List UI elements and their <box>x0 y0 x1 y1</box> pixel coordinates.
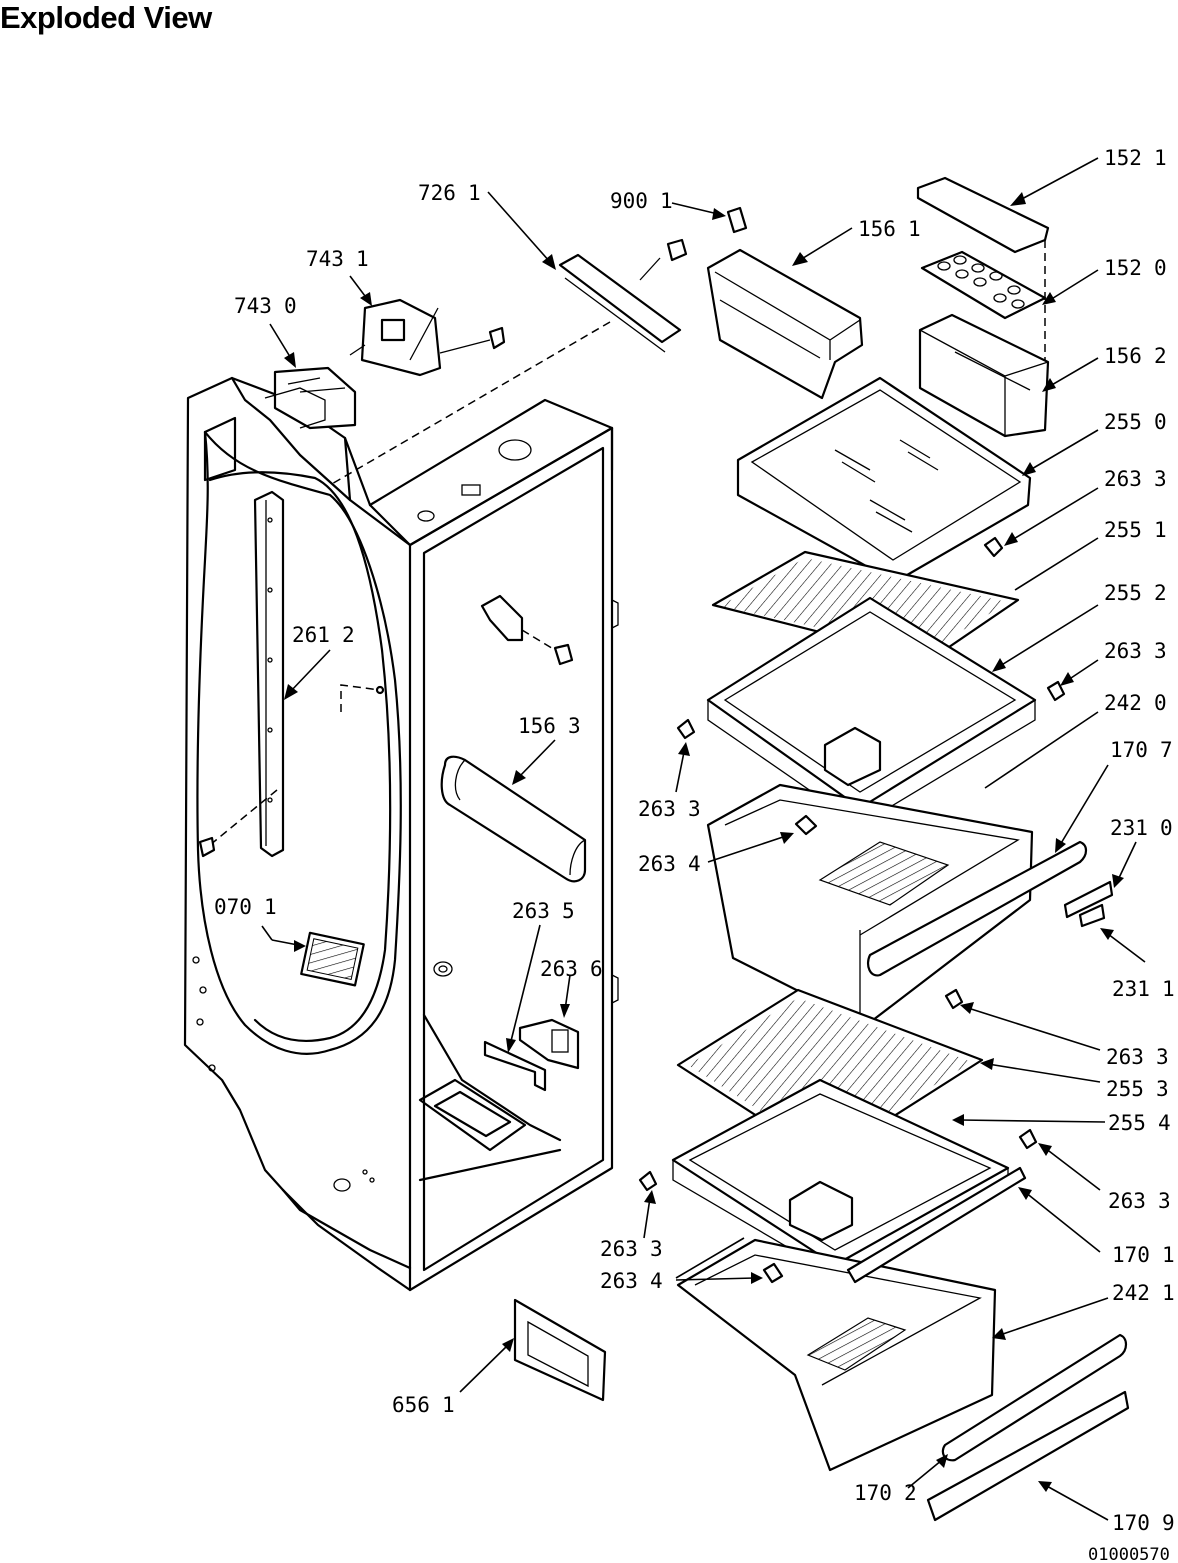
slide-stop <box>1078 903 1106 928</box>
shelf-frame-lower <box>671 1078 1010 1276</box>
leader-lines <box>261 157 1146 1521</box>
cover-panel <box>513 1298 607 1402</box>
shelf-frame-upper <box>706 596 1037 826</box>
air-vent <box>300 931 365 987</box>
drawing-number: 01000570 <box>1088 1545 1170 1563</box>
drawer-rail <box>846 1166 1027 1284</box>
drawer-trim <box>926 1390 1130 1522</box>
light-housing <box>264 298 506 430</box>
crisper-drawer-lower <box>676 1238 997 1472</box>
page-title: Exploded View <box>0 0 212 35</box>
egg-tray-lid <box>916 176 1050 254</box>
bin-clip <box>726 206 748 234</box>
egg-tray <box>920 240 1047 380</box>
top-cover <box>329 238 688 486</box>
shelf-support-rail <box>198 490 385 858</box>
drawer-brackets <box>483 1018 580 1092</box>
drawer-handle-upper <box>866 840 1088 977</box>
glass-shelf <box>736 376 1032 584</box>
dairy-bin <box>918 313 1050 438</box>
fasteners <box>638 536 1066 1284</box>
crisper-trim <box>440 755 587 883</box>
drawer-handle-lower <box>941 1333 1128 1462</box>
liner-bracket <box>480 594 574 666</box>
slide-rail <box>1063 880 1114 919</box>
door-bin <box>706 248 864 400</box>
crisper-drawer-upper <box>706 783 1034 1032</box>
